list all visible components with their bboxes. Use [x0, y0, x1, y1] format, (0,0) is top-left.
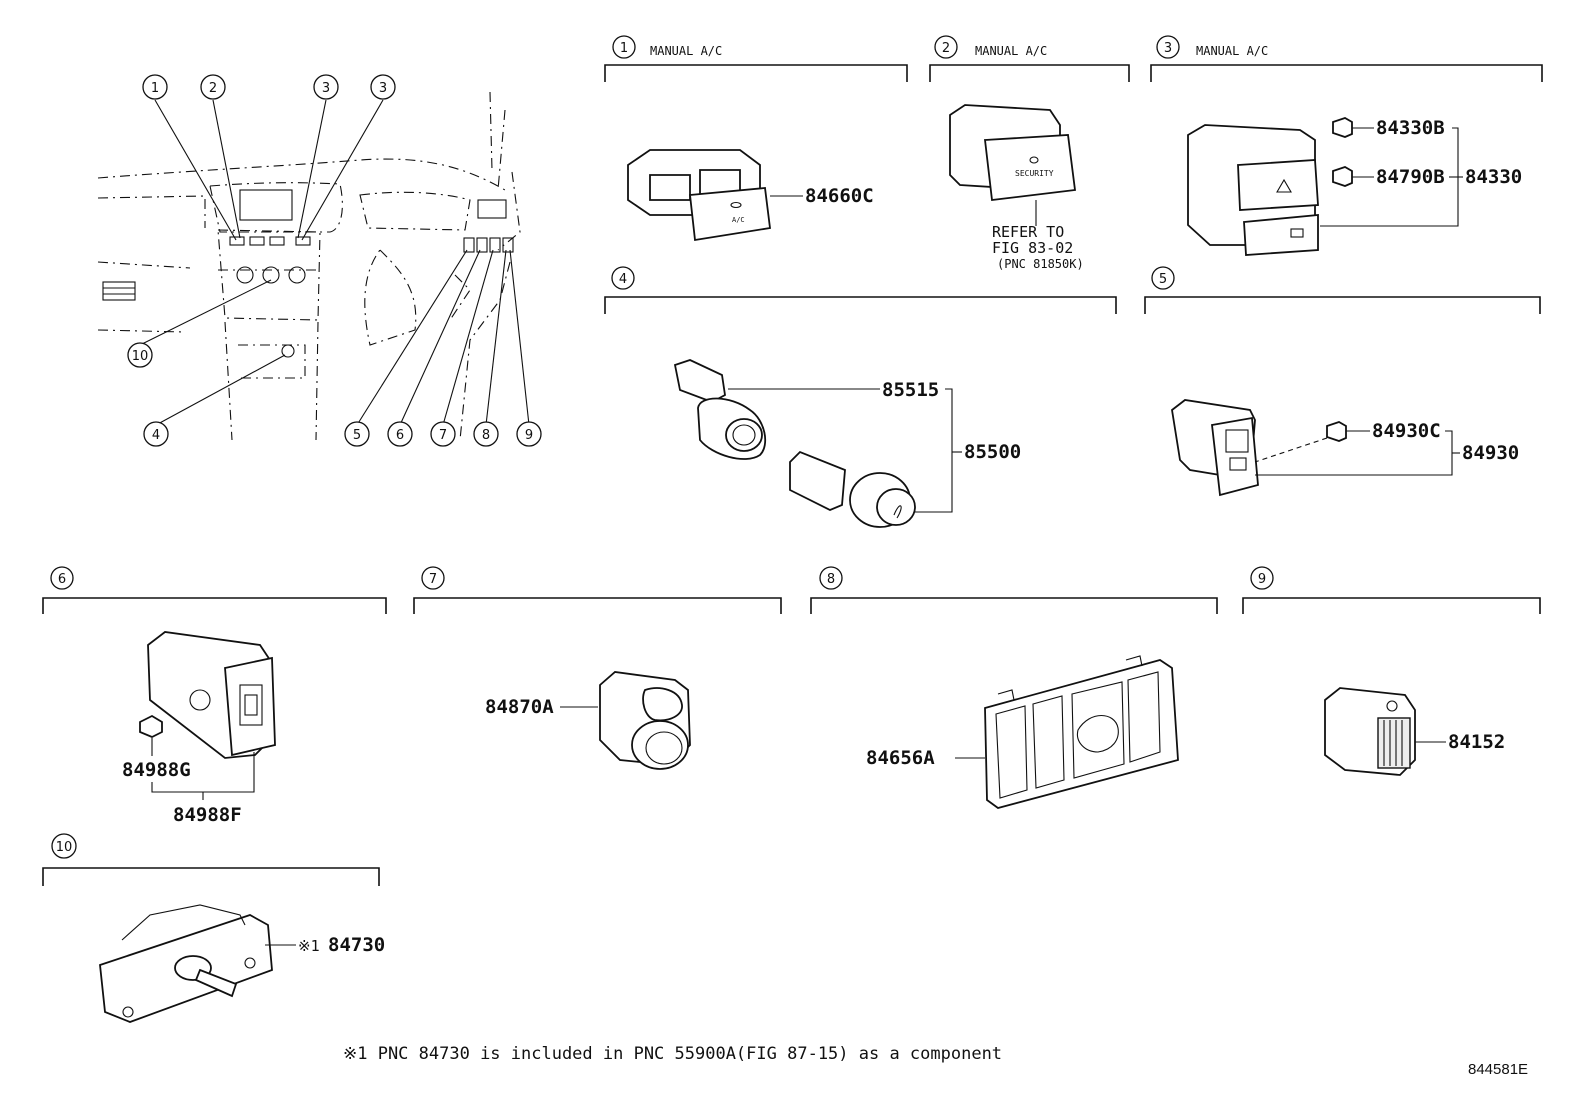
section-3: 3 MANUAL A/C 84330B 84790B 84330	[1150, 35, 1543, 256]
svg-text:1: 1	[151, 81, 159, 96]
svg-text:5: 5	[353, 428, 361, 443]
hazard-defogger-switch-part	[1187, 124, 1319, 256]
section-10-number: 10	[56, 840, 73, 855]
overview-callout-3b: 3	[370, 74, 396, 100]
part-84660C-label: 84660C	[805, 185, 874, 207]
overview-callout-7: 7	[430, 421, 456, 447]
section-3-number: 3	[1164, 41, 1172, 56]
security-switch-marking: SECURITY	[1015, 169, 1054, 178]
section-7: 7 84870A	[413, 566, 782, 770]
part-84330-label: 84330	[1465, 166, 1522, 188]
lighter-plug-part	[789, 450, 916, 528]
svg-text:9: 9	[525, 428, 533, 443]
ac-switch-marking: A/C	[732, 216, 745, 224]
overview-callout-9: 9	[516, 421, 542, 447]
dashboard-overview: 1 2 3 3 10 4 5 6	[97, 74, 542, 447]
footnote: ※1 PNC 84730 is included in PNC 55900A(F…	[343, 1044, 1002, 1064]
ac-switch-part: A/C	[627, 149, 772, 242]
part-84988G-label: 84988G	[122, 759, 191, 781]
section-1: 1 MANUAL A/C A/C 84660C	[604, 35, 908, 242]
bulb-84330B	[1332, 117, 1374, 138]
figure-code: 844581E	[1468, 1061, 1528, 1078]
section-1-number: 1	[620, 41, 628, 56]
section-4: 4 85515 85500	[604, 266, 1117, 528]
svg-text:8: 8	[482, 428, 490, 443]
section-6: 6 84988G 84988F	[42, 566, 387, 826]
section-7-number: 7	[429, 572, 437, 587]
overview-callout-10: 10	[127, 342, 153, 368]
svg-text:3: 3	[379, 81, 387, 96]
section-2: 2 MANUAL A/C SECURITY REFER TO FIG 83-02…	[929, 35, 1130, 271]
part-84930-label: 84930	[1462, 442, 1519, 464]
part-84870A-label: 84870A	[485, 696, 554, 718]
refer-line-1: REFER TO	[992, 223, 1064, 241]
part-84988F-label: 84988F	[173, 804, 242, 826]
part-85500-label: 85500	[964, 441, 1021, 463]
section-9-number: 9	[1258, 572, 1266, 587]
bulb-84930C	[1254, 421, 1370, 463]
section-9: 9 84152	[1242, 566, 1541, 776]
switch-84730-part	[99, 904, 273, 1023]
section-2-number: 2	[942, 41, 950, 56]
svg-text:7: 7	[439, 428, 447, 443]
svg-text:2: 2	[209, 81, 217, 96]
refer-line-2: FIG 83-02	[992, 239, 1073, 257]
part-84730-label: 84730	[328, 934, 385, 956]
section-2-title: MANUAL A/C	[975, 44, 1047, 58]
part-84656A-label: 84656A	[866, 747, 935, 769]
dimmer-84152-part	[1324, 687, 1416, 776]
svg-text:10: 10	[132, 349, 149, 364]
bulb-84988G	[139, 714, 163, 738]
section-10: 10 ※1 84730	[42, 833, 385, 1023]
overview-callout-5: 5	[344, 421, 370, 447]
section-8-number: 8	[827, 572, 835, 587]
security-switch-part: SECURITY	[949, 104, 1077, 202]
overview-callout-8: 8	[473, 421, 499, 447]
switch-84930-part	[1171, 399, 1259, 497]
switch-84988F-part	[147, 631, 276, 759]
bulb-84790B	[1332, 166, 1374, 187]
svg-text:3: 3	[322, 81, 330, 96]
lighter-socket-part	[673, 359, 767, 460]
part-84930C-label: 84930C	[1372, 420, 1441, 442]
part-84730-mark: ※1	[298, 937, 320, 955]
svg-text:4: 4	[152, 428, 160, 443]
section-5-number: 5	[1159, 272, 1167, 287]
section-3-title: MANUAL A/C	[1196, 44, 1268, 58]
section-5: 5 84930C 84930	[1144, 266, 1541, 497]
overview-callout-4: 4	[143, 421, 169, 447]
switch-panel-84656A-part	[984, 655, 1179, 809]
svg-text:6: 6	[396, 428, 404, 443]
refer-line-3: (PNC 81850K)	[997, 257, 1084, 271]
overview-callout-3a: 3	[313, 74, 339, 100]
section-4-number: 4	[619, 272, 627, 287]
part-84790B-label: 84790B	[1376, 166, 1445, 188]
section-1-title: MANUAL A/C	[650, 44, 722, 58]
overview-callout-2: 2	[200, 74, 226, 100]
section-8: 8 84656A	[810, 566, 1218, 809]
section-6-number: 6	[58, 572, 66, 587]
part-85515-label: 85515	[882, 379, 939, 401]
part-84330B-label: 84330B	[1376, 117, 1445, 139]
switch-84870A-part	[599, 671, 691, 770]
overview-callout-6: 6	[387, 421, 413, 447]
overview-callout-1: 1	[142, 74, 168, 100]
part-84152-label: 84152	[1448, 731, 1505, 753]
